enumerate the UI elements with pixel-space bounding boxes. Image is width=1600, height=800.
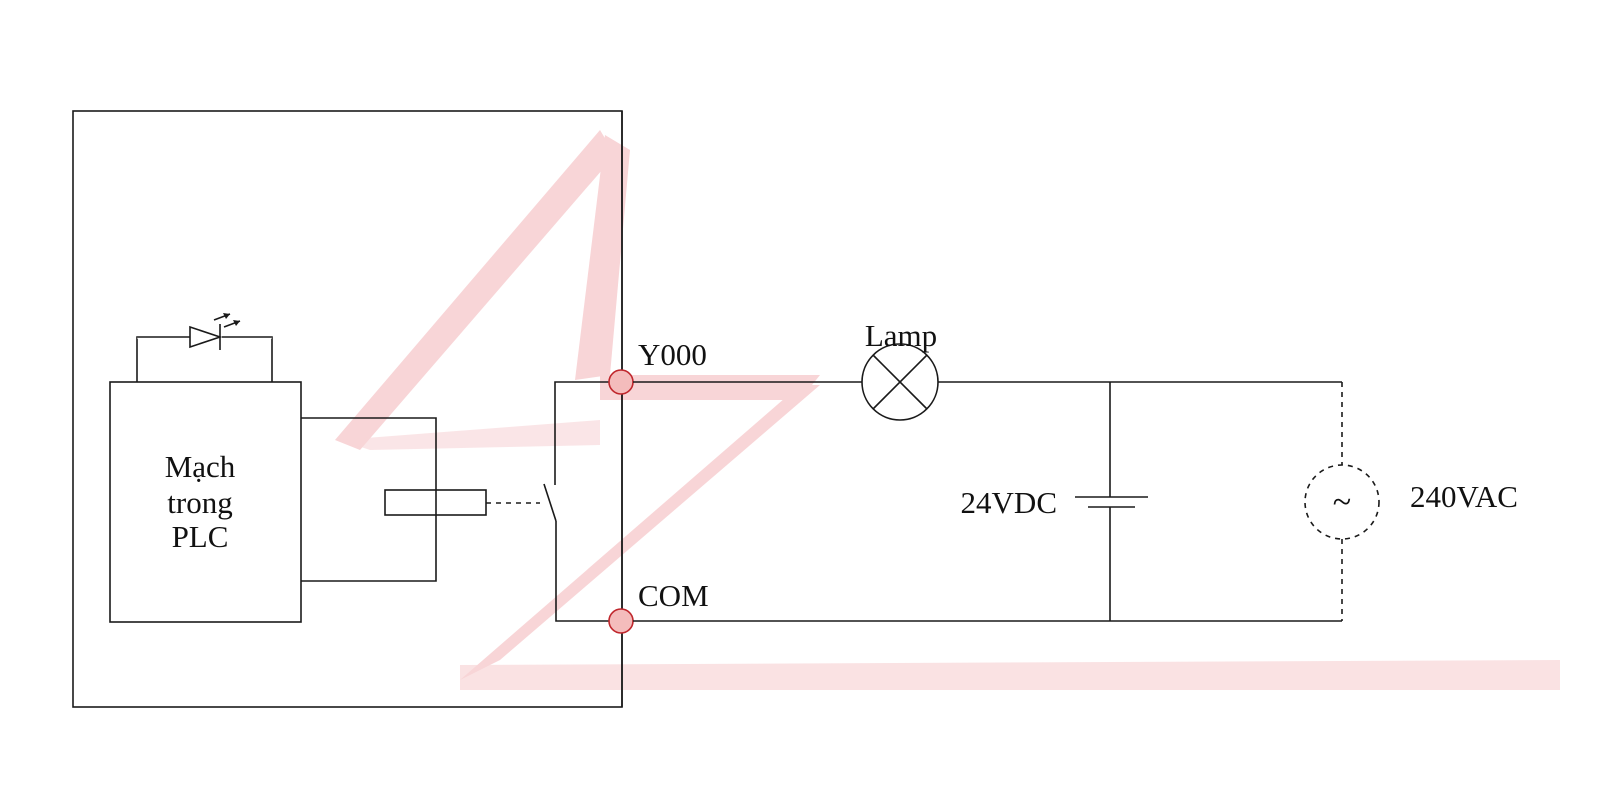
- az-logo-watermark: [335, 130, 1560, 690]
- output-terminal-label: Y000: [638, 337, 707, 372]
- ac-source-label: 240VAC: [1410, 479, 1518, 514]
- common-terminal-label: COM: [638, 578, 709, 613]
- terminal-com: [608, 608, 634, 634]
- lamp-label: Lamp: [865, 318, 937, 353]
- battery-icon: [1075, 496, 1148, 508]
- lamp-icon: [861, 343, 939, 421]
- dc-source-label: 24VDC: [961, 485, 1057, 520]
- internal-circuit-label-line2: trong: [167, 485, 232, 520]
- internal-circuit-label-line1: Mạch: [165, 449, 236, 484]
- internal-circuit-label-line3: PLC: [172, 519, 229, 554]
- coil-drive-wire: [301, 417, 437, 582]
- ac-source-icon: ~: [1304, 464, 1380, 540]
- led-icon: [136, 313, 273, 382]
- switch-contact-icon: [543, 381, 621, 622]
- ac-symbol: ~: [1333, 484, 1351, 521]
- terminal-y000: [608, 369, 634, 395]
- internal-circuit-box: [109, 381, 302, 623]
